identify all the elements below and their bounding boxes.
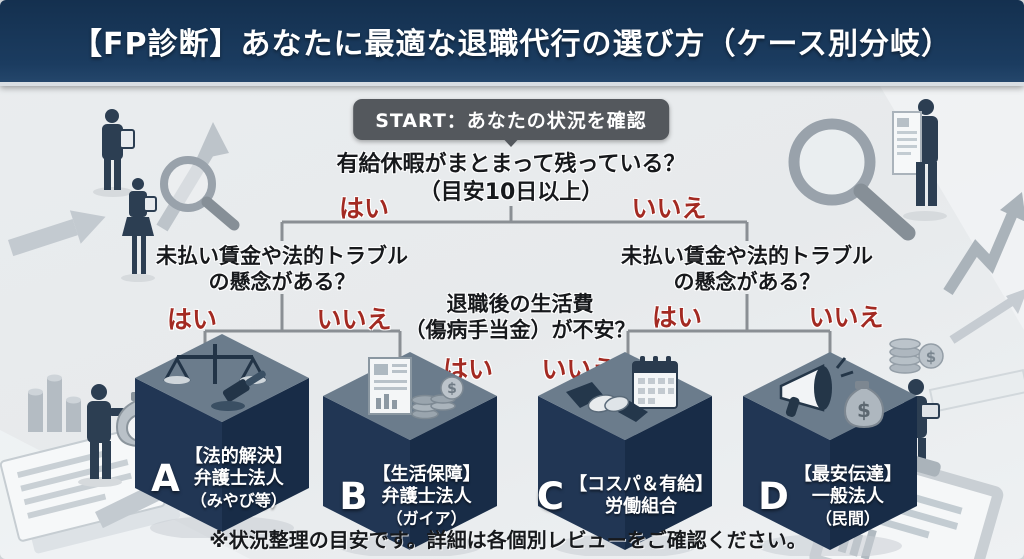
result-box-b: $ B 【生活保障】 弁護士法人 （ガイア）: [321, 350, 499, 556]
result-box-c: C 【コスパ＆有給】 労働組合: [536, 350, 714, 556]
bg-panel: [880, 86, 1024, 330]
cube-shape: [538, 352, 712, 556]
result-letter: A: [151, 456, 180, 500]
bg-bar: [928, 369, 1024, 413]
header-bar: 【FP診断】あなたに最適な退職代行の選び方（ケース別分岐）: [0, 0, 1024, 86]
question-3-line2: （傷病手当金）が不安？: [404, 318, 636, 342]
start-badge-tail: [499, 134, 523, 147]
result-name: 一般法人: [811, 486, 884, 507]
question-2r-line2: の懸念がある？: [673, 270, 821, 294]
q1-no-label: いいえ: [631, 194, 707, 223]
scales-gavel-icon: [163, 344, 267, 411]
cylinder-chart-icon: [28, 374, 81, 432]
question-2l-line1: 未払い賃金や法的トラブル: [156, 244, 408, 268]
start-badge-label: START：あなたの状況を確認: [375, 110, 647, 132]
person-document-icon: [892, 99, 947, 221]
question-1-line2: （目安10日以上）: [418, 180, 604, 205]
result-name: 弁護士法人: [381, 486, 472, 507]
question-3-line1: 退職後の生活費: [446, 292, 594, 316]
result-name: 労働組合: [605, 496, 678, 517]
result-tag: 【生活保障】: [372, 463, 481, 485]
handshake-calendar-icon: [566, 356, 678, 422]
result-tag: 【法的解決】: [184, 445, 293, 467]
result-sub: （ガイア）: [386, 508, 467, 528]
question-1-line1: 有給休暇がまとまって残っている？: [336, 152, 686, 177]
arrow-up-right-icon: [8, 210, 106, 257]
svg-text:$: $: [447, 381, 457, 397]
document-coins-icon: $: [368, 357, 464, 420]
person-tablet-icon: [93, 109, 135, 197]
q2r-yes-label: はい: [651, 303, 703, 332]
result-letter: C: [536, 474, 565, 518]
result-tag: 【最安伝達】: [793, 463, 902, 485]
q2r-no-label: いいえ: [808, 303, 884, 332]
page-title: 【FP診断】あなたに最適な退職代行の選び方（ケース別分岐）: [72, 27, 952, 62]
magnifier-arrow-icon: [156, 122, 240, 232]
cube-shape: $: [323, 352, 497, 556]
svg-text:$: $: [857, 398, 871, 422]
q1-yes-label: はい: [338, 194, 390, 223]
result-letter: B: [339, 474, 368, 518]
growth-arrow-icon: [943, 192, 1024, 344]
magnifier-icon: [788, 118, 916, 241]
megaphone-moneybag-icon: $: [779, 357, 885, 429]
person-tablet-icon: [121, 178, 157, 282]
start-badge: START：あなたの状況を確認: [353, 99, 669, 140]
result-name: 弁護士法人: [193, 468, 284, 489]
result-tag: 【コスパ＆有給】: [569, 473, 714, 495]
result-sub: （みやび等）: [190, 490, 287, 510]
result-sub: （民間）: [815, 508, 880, 528]
result-box-a: A 【法的解決】 弁護士法人 （みやび等）: [133, 332, 311, 538]
result-letter: D: [758, 474, 789, 518]
svg-text:$: $: [926, 348, 936, 366]
question-2l-line2: の懸念がある？: [208, 270, 356, 294]
q2l-no-label: いいえ: [316, 305, 392, 334]
q2l-yes-label: はい: [166, 305, 218, 334]
footer-note: ※状況整理の目安です。詳細は各個別レビューをご確認ください。: [209, 528, 807, 552]
question-2r-line1: 未払い賃金や法的トラブル: [621, 244, 873, 268]
